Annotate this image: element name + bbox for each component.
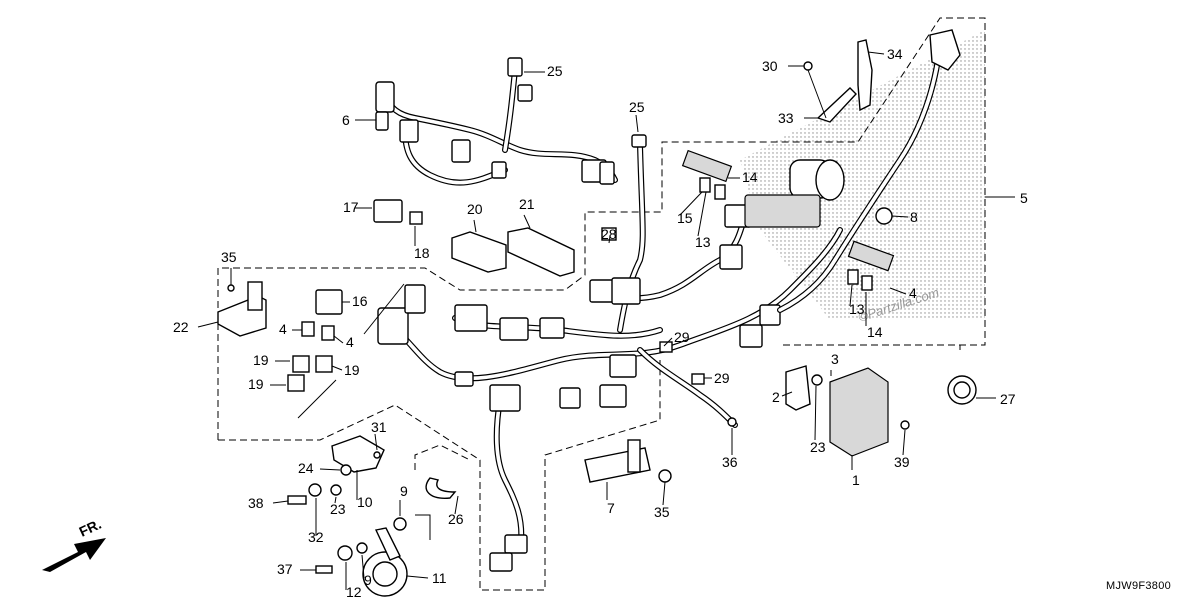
callout-14: 14	[867, 324, 883, 340]
main-wire-harness	[377, 134, 843, 572]
bracket-7	[584, 439, 651, 483]
clamp-26	[414, 444, 471, 540]
callout-18: 18	[414, 245, 430, 261]
callout-11: 11	[432, 570, 447, 586]
horn-11	[315, 517, 408, 597]
leader-line-13	[697, 191, 707, 237]
callout-25: 25	[547, 63, 563, 79]
leader-line-22	[197, 321, 219, 328]
callout-4: 4	[279, 321, 287, 337]
callout-35: 35	[221, 249, 237, 265]
diagram-code: MJW9F3800	[1106, 580, 1171, 592]
callout-17: 17	[343, 199, 359, 215]
leader-line-39	[902, 429, 906, 456]
leader-line-8	[891, 215, 909, 218]
leader-line-24	[319, 468, 341, 471]
leader-line-29	[663, 337, 673, 347]
callout-2: 2	[772, 389, 780, 405]
callout-6: 6	[342, 112, 350, 128]
callout-30: 30	[762, 58, 778, 74]
callout-4: 4	[346, 334, 354, 350]
callout-34: 34	[887, 46, 903, 62]
leader-line-28	[608, 235, 611, 244]
leader-line-19	[331, 365, 343, 371]
callout-23: 23	[810, 439, 826, 455]
callout-8: 8	[910, 209, 918, 225]
leader-line-23	[814, 385, 817, 441]
callout-5: 5	[1020, 190, 1028, 206]
leader-line-34	[867, 51, 885, 55]
starter-cable	[744, 29, 961, 313]
callout-31: 31	[371, 419, 387, 435]
leader-line-9	[361, 554, 365, 579]
callout-19: 19	[253, 352, 269, 368]
callout-38: 38	[248, 495, 264, 511]
callout-15: 15	[677, 210, 693, 226]
callout-29: 29	[714, 370, 730, 386]
leader-line-38	[272, 500, 289, 504]
callout-10: 10	[357, 494, 373, 510]
leader-line-21	[523, 214, 531, 229]
small-parts	[601, 39, 895, 385]
callout-24: 24	[298, 460, 314, 476]
leader-line-4	[889, 287, 907, 295]
callout-27: 27	[1000, 391, 1016, 407]
callout-36: 36	[722, 454, 738, 470]
callout-32: 32	[308, 529, 324, 545]
callout-19: 19	[344, 362, 360, 378]
callout-9: 9	[400, 483, 408, 499]
callout-14: 14	[742, 169, 758, 185]
leader-lines	[197, 51, 996, 590]
callout-39: 39	[894, 454, 910, 470]
callout-29: 29	[674, 329, 690, 345]
callout-1: 1	[852, 472, 860, 488]
callout-9: 9	[364, 572, 372, 588]
sub-harness-upper	[375, 57, 618, 186]
callout-16: 16	[352, 293, 368, 309]
leader-line-13	[849, 284, 853, 307]
callout-19: 19	[248, 376, 264, 392]
leader-line-15	[679, 191, 703, 216]
leader-line-25	[635, 114, 639, 133]
callout-26: 26	[448, 511, 464, 527]
callout-28: 28	[601, 226, 617, 242]
regulator-1	[658, 365, 910, 483]
callout-22: 22	[173, 319, 189, 335]
callout-33: 33	[778, 110, 794, 126]
callout-13: 13	[849, 301, 865, 317]
callout-3: 3	[831, 351, 839, 367]
leader-line-20	[473, 219, 477, 233]
callout-13: 13	[695, 234, 711, 250]
assembly-outline	[217, 17, 986, 591]
callout-25: 25	[629, 99, 645, 115]
leader-line-35	[662, 481, 666, 506]
leader-line-11	[406, 575, 429, 579]
callout-7: 7	[607, 500, 615, 516]
stipple-shading	[740, 30, 985, 320]
callout-35: 35	[654, 504, 670, 520]
bracket-22	[217, 281, 267, 337]
leader-line-23	[334, 496, 337, 504]
leader-line-4	[333, 335, 344, 344]
callout-20: 20	[467, 201, 483, 217]
direction-label: FR.	[77, 516, 104, 540]
callout-4: 4	[909, 285, 917, 301]
front-arrow-icon: FR.	[42, 516, 106, 572]
callout-23: 23	[330, 501, 346, 517]
relays-modules	[287, 199, 575, 419]
leader-line-2	[781, 391, 793, 397]
callout-21: 21	[519, 196, 535, 212]
bracket-10	[287, 435, 385, 505]
callout-37: 37	[277, 561, 293, 577]
leader-line-31	[374, 433, 378, 451]
callout-labels: 1234445678991011121313141415161718191919…	[173, 46, 1028, 600]
leader-line-26	[454, 495, 459, 515]
callout-12: 12	[346, 584, 362, 599]
clamp-27	[947, 375, 977, 405]
